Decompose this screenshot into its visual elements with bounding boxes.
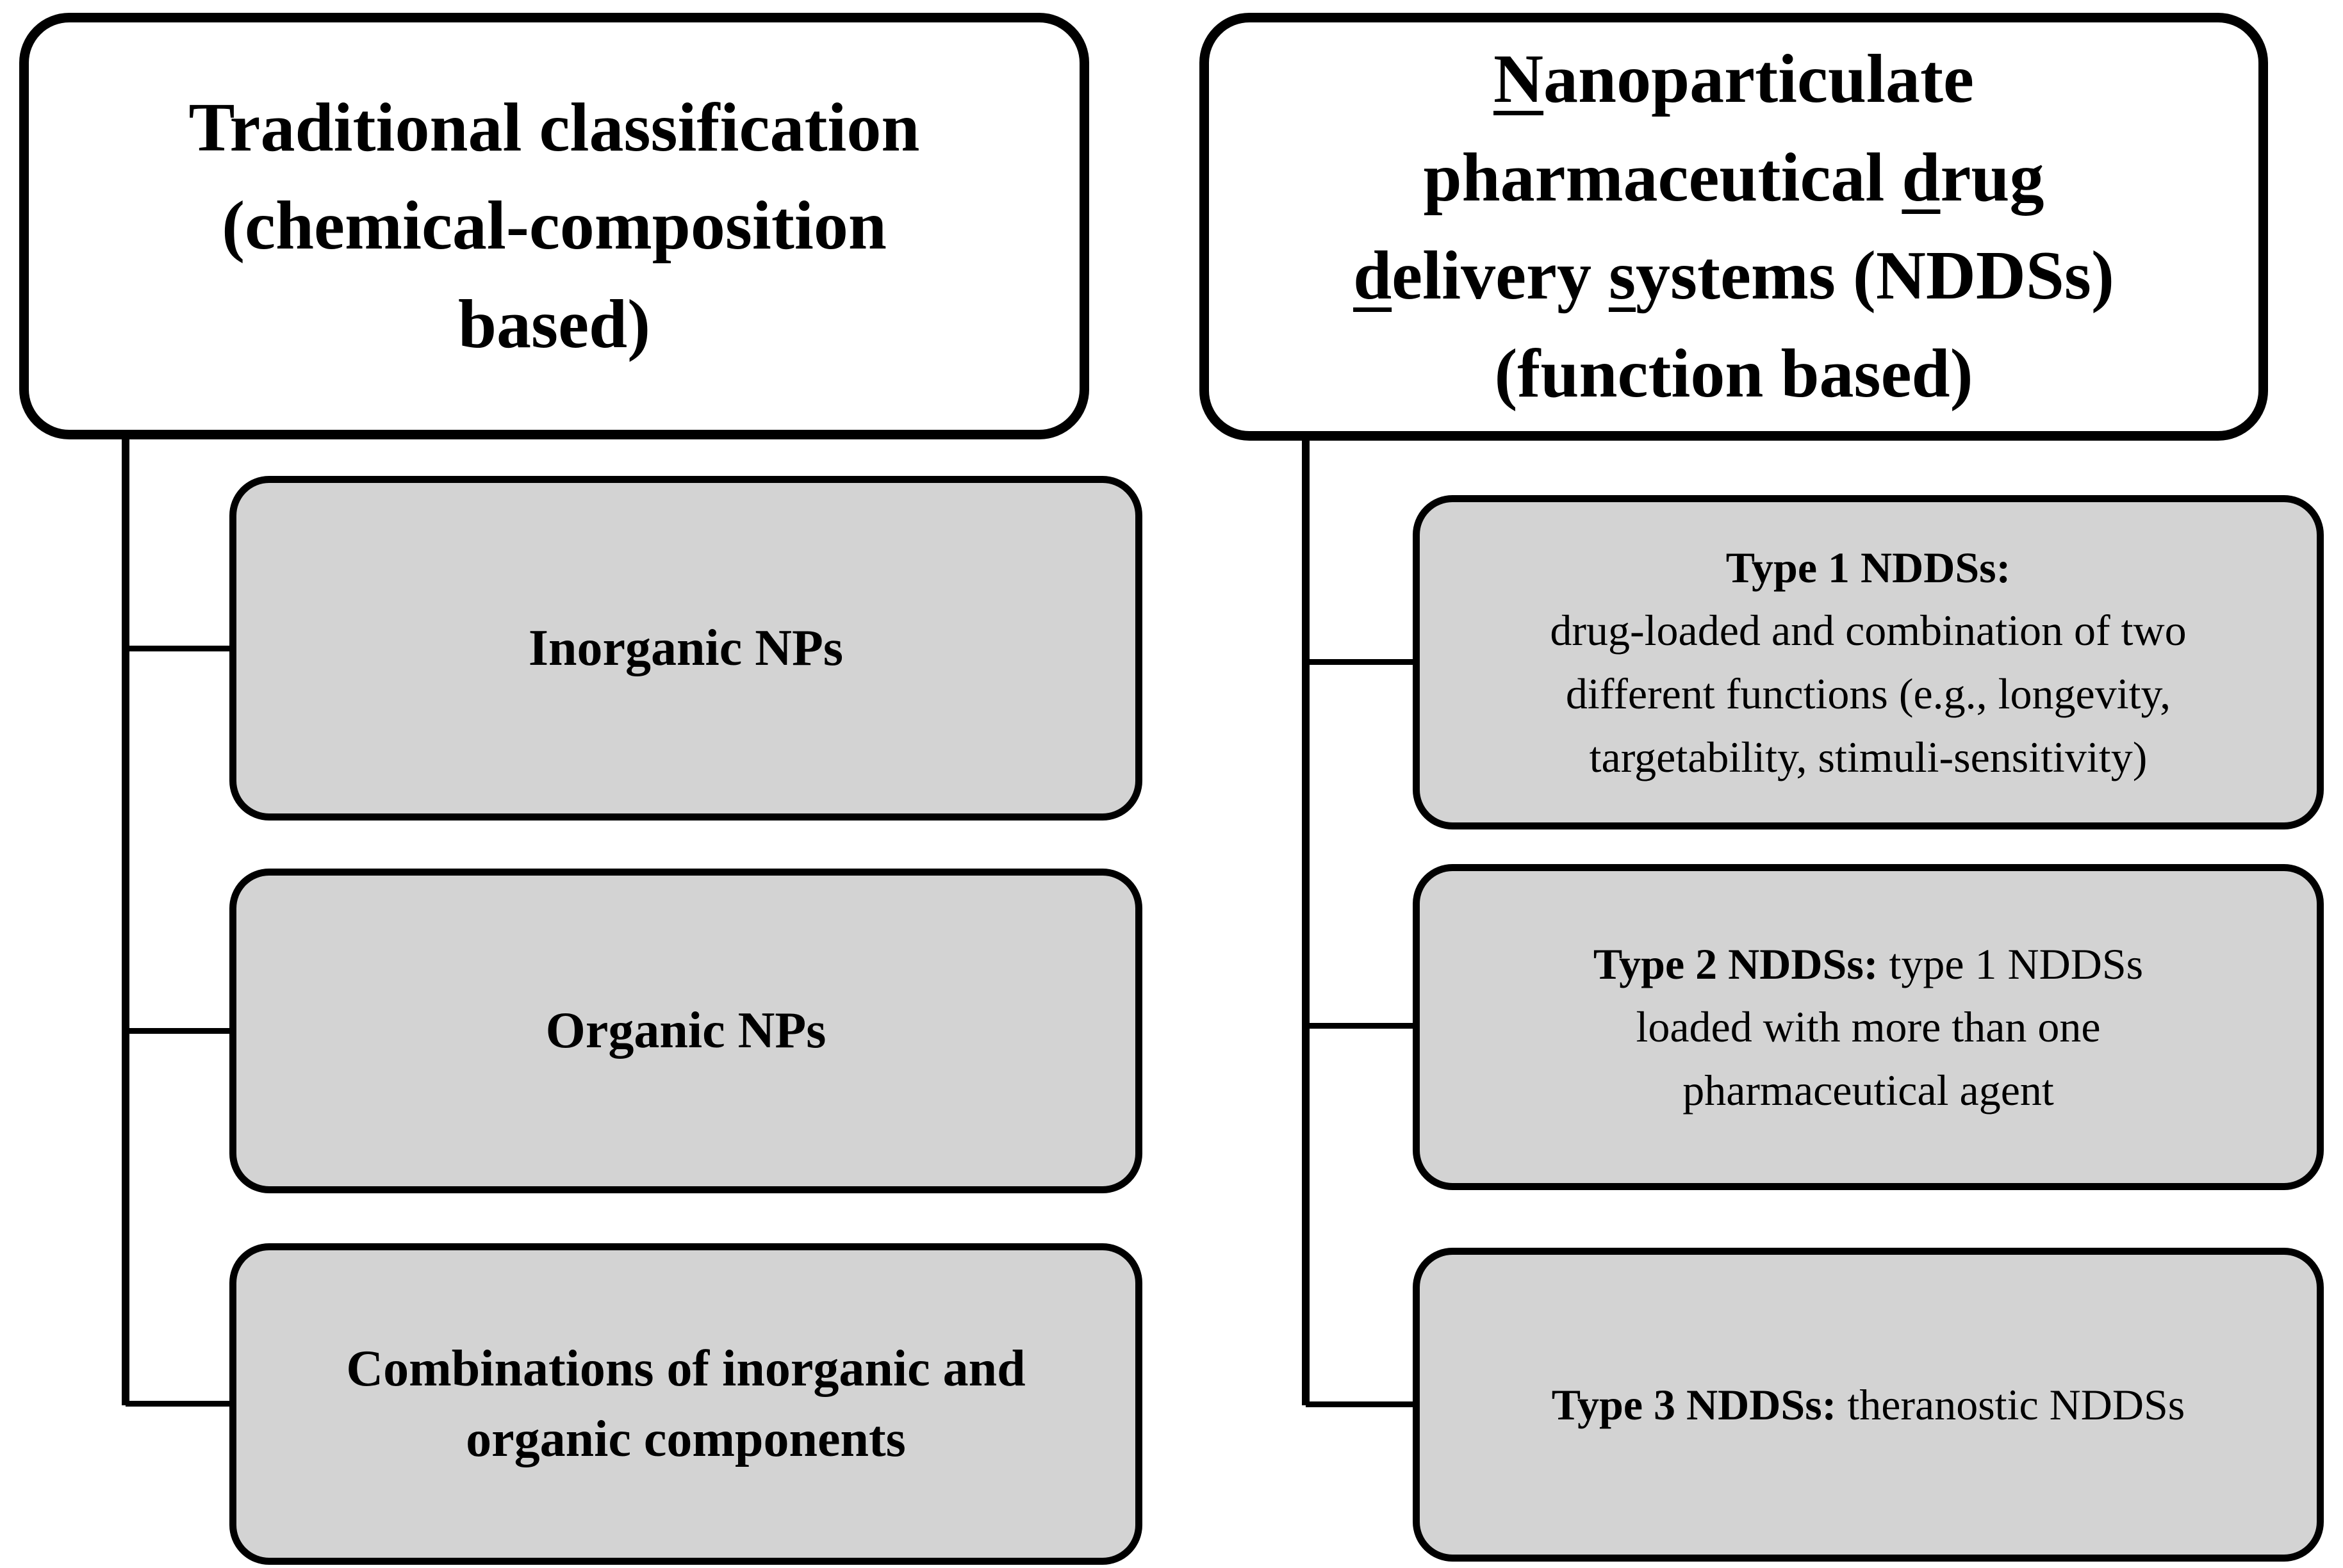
inorganic-nps-box: Inorganic NPs [229,476,1142,821]
left-tree-trunk-line [122,437,129,1405]
text-line: organic components [466,1411,906,1467]
text-line: Traditional classification [188,89,920,166]
traditional-classification-header-box: Traditional classification (chemical-comp… [19,13,1089,439]
text-line: based) [457,286,651,363]
text-line: (function based) [1494,336,1973,412]
left-tree-branch-line [126,1401,233,1407]
text-line: different functions (e.g., longevity, [1565,669,2171,718]
text-line: Type 1 NDDSs: [1725,543,2011,592]
text-line: pharmaceutical drug [1423,139,2044,216]
text-line: (chemical-composition [222,188,887,265]
text-line: pharmaceutical agent [1682,1065,2054,1115]
organic-nps-box: Organic NPs [229,869,1142,1193]
text-line: Nanoparticulate [1493,41,1974,118]
text-line: Inorganic NPs [528,619,844,676]
combinations-box: Combinations of inorganic and organic com… [229,1243,1142,1565]
text-line: delivery systems (NDDSs) [1353,238,2114,314]
text-line: Type 3 NDDSs: theranostic NDDSs [1551,1380,2185,1429]
text-line: loaded with more than one [1636,1002,2101,1052]
text-line: Type 2 NDDSs: type 1 NDDSs [1593,939,2144,988]
text-line: Combinations of inorganic and [346,1340,1026,1397]
nddss-header-box: Nanoparticulate pharmaceutical drug delive… [1199,13,2268,441]
left-tree-branch-line [126,646,233,651]
text-line: drug-loaded and combination of two [1550,606,2187,655]
left-tree-branch-line [126,1028,233,1034]
right-tree-branch-line [1306,1401,1416,1407]
type-1-nddss-box: Type 1 NDDSs: drug-loaded and combination… [1413,495,2324,829]
text-line: Organic NPs [545,1002,826,1059]
right-tree-trunk-line [1302,438,1310,1405]
right-tree-branch-line [1306,659,1416,665]
text-line: targetability, stimuli-sensitivity) [1589,732,2148,781]
type-3-nddss-box: Type 3 NDDSs: theranostic NDDSs [1413,1248,2324,1562]
right-tree-branch-line [1306,1023,1416,1029]
type-2-nddss-box: Type 2 NDDSs: type 1 NDDSs loaded with mo… [1413,864,2324,1190]
